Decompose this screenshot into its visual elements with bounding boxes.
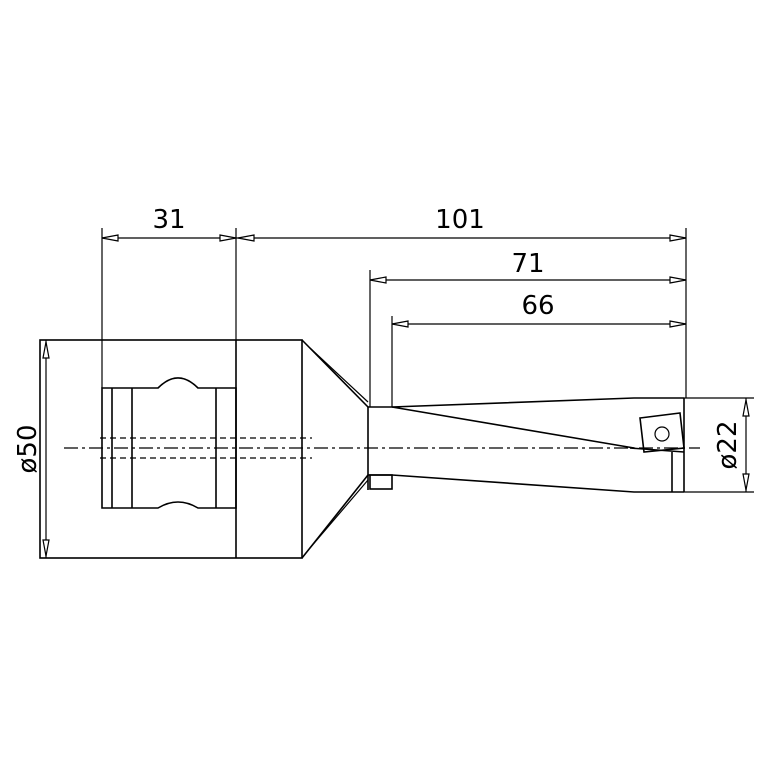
cutting-insert <box>629 412 685 492</box>
dim-overall-length: 101 <box>236 205 687 398</box>
dim-drill-diameter: ø22 <box>684 397 754 493</box>
dim-drill-diameter-label: ø22 <box>713 421 743 470</box>
dim-overall-length-label: 101 <box>435 205 485 235</box>
dim-length-to-step-label: 71 <box>511 249 544 279</box>
dim-length-to-step: 71 <box>369 249 687 407</box>
dim-shank-diameter: ø50 <box>13 340 50 558</box>
dim-shank-diameter-label: ø50 <box>13 425 43 474</box>
shank-body <box>39 339 303 559</box>
dim-flute-length-label: 66 <box>521 291 554 321</box>
dim-shank-length: 31 <box>101 205 237 388</box>
taper-neck <box>301 339 369 559</box>
coolant-channel <box>64 437 700 459</box>
dim-shank-length-label: 31 <box>152 205 185 235</box>
drill-body <box>367 397 685 493</box>
dim-flute-length: 66 <box>391 291 687 407</box>
